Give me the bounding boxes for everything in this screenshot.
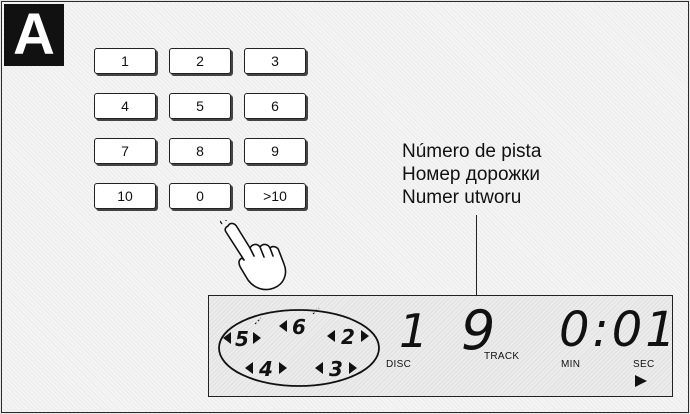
disc-label: DISC [386, 359, 411, 370]
disc-3-arrow-right [349, 362, 357, 374]
disc-slot-2: 2 [341, 325, 355, 349]
disc-2-arrow-left [327, 330, 335, 342]
key-10[interactable]: 10 [94, 183, 156, 209]
key-7[interactable]: 7 [94, 138, 156, 164]
disc-3-arrow-left [315, 362, 323, 374]
disc-slot-4: 4 [258, 357, 273, 381]
key-5[interactable]: 5 [169, 93, 231, 119]
track-number-readout: 9 [461, 304, 495, 358]
min-label: MIN [561, 359, 580, 370]
time-readout: 0:01 [559, 306, 679, 354]
callout-line-pl: Numer utworu [402, 186, 541, 209]
callout-line-ru: Номер дорожки [402, 163, 541, 186]
key-8[interactable]: 8 [169, 138, 231, 164]
key-6[interactable]: 6 [244, 93, 306, 119]
lcd-display: 5 6 2 4 3 1 DISC 9 TRACK 0:01 MIN SEC [208, 295, 673, 397]
track-number-callout: Número de pista Номер дорожки Numer utwo… [402, 140, 541, 209]
callout-line-es: Número de pista [402, 140, 541, 163]
key-1[interactable]: 1 [94, 48, 156, 74]
pointing-hand-icon [220, 220, 300, 292]
key-plus-10[interactable]: >10 [244, 183, 306, 209]
disc-6-arrow-left [279, 320, 287, 332]
play-triangle-icon [634, 374, 648, 388]
section-badge: A [4, 4, 64, 66]
disc-slot-5: 5 [235, 327, 249, 351]
key-0[interactable]: 0 [169, 183, 231, 209]
disc-4-arrow-left [245, 362, 253, 374]
track-label: TRACK [484, 351, 519, 362]
key-9[interactable]: 9 [244, 138, 306, 164]
disc-slot-3: 3 [329, 357, 343, 381]
disc-5-arrow-right [253, 332, 261, 344]
disc-4-arrow-right [279, 362, 287, 374]
sec-label: SEC [633, 359, 654, 370]
disc-2-arrow-right [361, 330, 369, 342]
disc-number-readout: 1 [399, 308, 428, 354]
key-4[interactable]: 4 [94, 93, 156, 119]
key-2[interactable]: 2 [169, 48, 231, 74]
key-3[interactable]: 3 [244, 48, 306, 74]
disc-tray-indicator: 5 6 2 4 3 [215, 304, 383, 390]
disc-slot-6: 6 [292, 315, 306, 339]
